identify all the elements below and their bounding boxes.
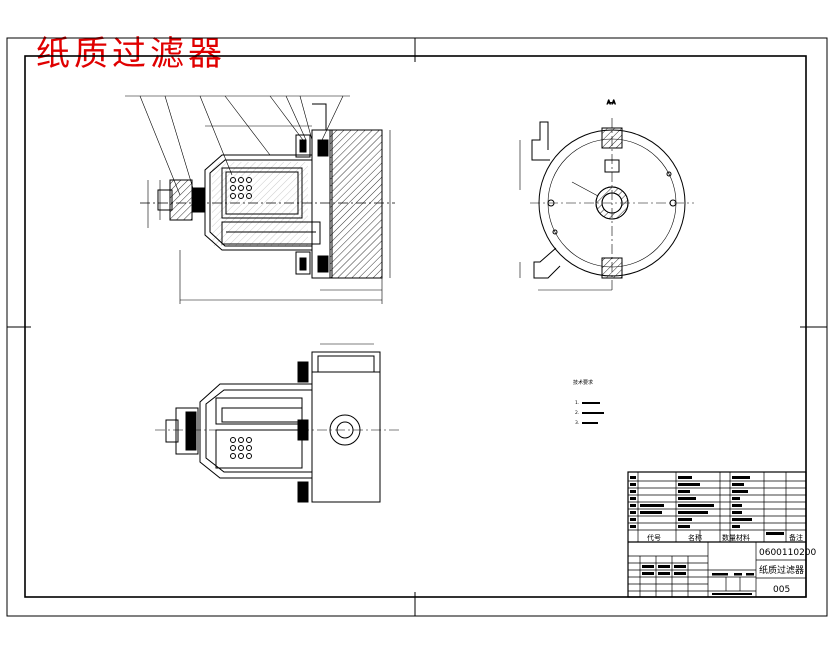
- filter-holes-lower: [230, 437, 252, 459]
- leader-lines: [125, 95, 350, 196]
- header-code: 代号: [647, 533, 661, 542]
- title-block: [627, 471, 807, 598]
- header-qty: 数量: [722, 533, 736, 542]
- sheet-border: [6, 37, 828, 617]
- side-view-a-a: A-A: [519, 100, 694, 291]
- header-remark: 备注: [789, 533, 803, 542]
- technical-requirements: 技术要求 1. 2. 3.: [573, 379, 604, 426]
- tech-req-heading: 技术要求: [573, 379, 593, 386]
- tech-req-item-1: 1.: [575, 400, 579, 406]
- header-material: 材料: [736, 533, 750, 542]
- tech-req-item-3: 3.: [575, 420, 579, 426]
- header-name: 名称: [688, 533, 702, 542]
- sheet-number: 005: [773, 585, 790, 595]
- part-name: 纸质过滤器: [759, 564, 804, 576]
- title-block-text: 代号 名称 数量 材料 备注 0600110200 纸质过滤器 005: [647, 533, 817, 595]
- drawing-number: 0600110200: [759, 548, 817, 558]
- filter-holes: [230, 177, 252, 199]
- section-label: A-A: [607, 100, 616, 106]
- tech-req-item-2: 2.: [575, 410, 579, 416]
- bottom-view: [155, 343, 400, 503]
- overlay-title: 纸质过滤器: [36, 34, 226, 74]
- main-section-view: [125, 95, 395, 304]
